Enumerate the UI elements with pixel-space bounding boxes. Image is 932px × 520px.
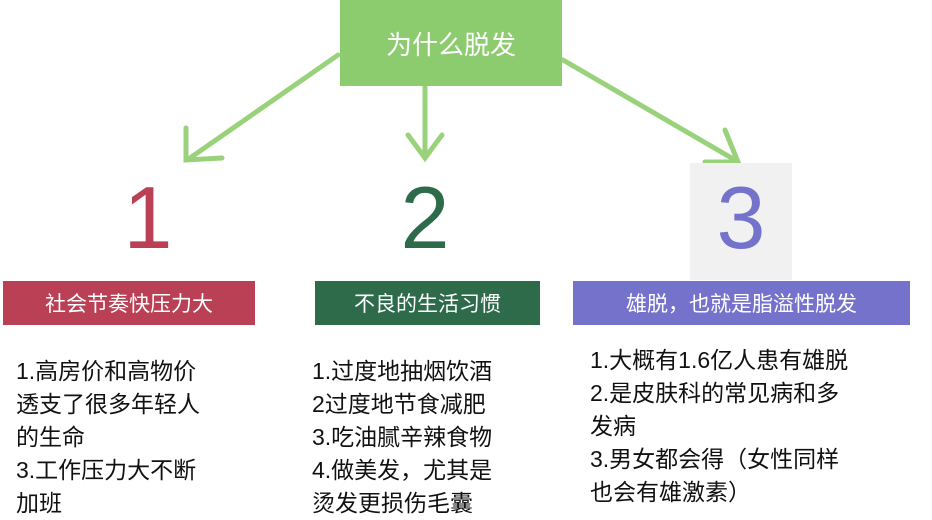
number-3-background <box>690 163 792 280</box>
list-item: 烫发更损伤毛囊 <box>312 490 473 516</box>
list-item: 2.是皮肤科的常见病和多 <box>590 380 840 406</box>
list-item: 加班 <box>16 490 62 516</box>
list-item: 1.高房价和高物价 <box>16 358 197 384</box>
arrow-3 <box>560 57 738 163</box>
list-item: 透支了很多年轻人 <box>16 391 200 417</box>
arrow-2-head <box>405 132 445 163</box>
list-item: 3.吃油腻辛辣食物 <box>312 424 493 450</box>
list-item: 3.工作压力大不断 <box>16 457 197 483</box>
arrow-1-head <box>183 125 225 163</box>
label-social-pressure: 社会节奏快压力大 <box>3 281 255 325</box>
reasons-list-1: 1.高房价和高物价 透支了很多年轻人 的生命 3.工作压力大不断 加班 <box>16 355 200 520</box>
list-item: 4.做美发，尤其是 <box>312 457 493 483</box>
reasons-list-2: 1.过度地抽烟饮酒 2过度地节食减肥 3.吃油腻辛辣食物 4.做美发，尤其是 烫… <box>312 355 492 520</box>
list-item: 3.男女都会得（女性同样 <box>590 446 840 472</box>
reasons-list-3: 1.大概有1.6亿人患有雄脱 2.是皮肤科的常见病和多 发病 3.男女都会得（女… <box>590 344 848 509</box>
list-item: 的生命 <box>16 424 85 450</box>
list-item: 也会有雄激素） <box>590 479 751 505</box>
number-3: 3 <box>716 168 766 267</box>
title-box: 为什么脱发 <box>340 0 562 86</box>
list-item: 2过度地节食减肥 <box>312 391 486 417</box>
list-item: 1.过度地抽烟饮酒 <box>312 358 493 384</box>
number-1: 1 <box>123 168 173 267</box>
arrow-3-head <box>702 127 742 165</box>
list-item: 1.大概有1.6亿人患有雄脱 <box>590 347 849 373</box>
number-2: 2 <box>400 168 450 267</box>
list-item: 发病 <box>590 413 636 439</box>
arrow-1 <box>187 52 341 161</box>
label-androgenetic: 雄脱，也就是脂溢性脱发 <box>573 281 910 325</box>
label-bad-habits: 不良的生活习惯 <box>315 281 540 325</box>
